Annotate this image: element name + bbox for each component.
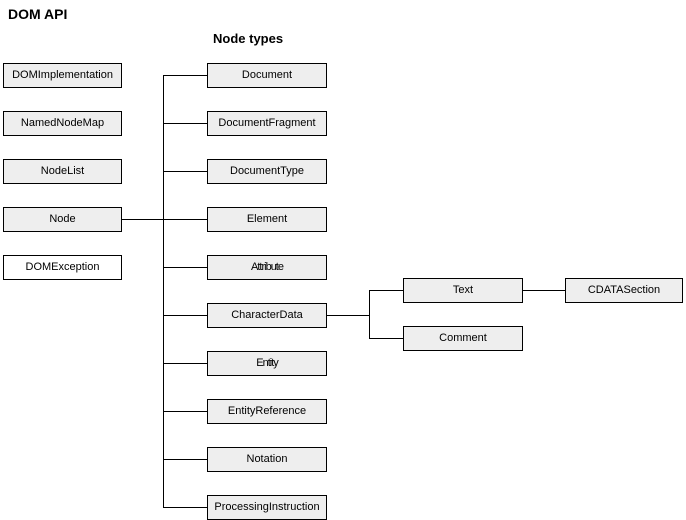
box-entity: Entity: [207, 351, 327, 376]
box-domexception: DOMException: [3, 255, 122, 280]
connector-branch-document: [163, 75, 207, 76]
connector-text-to-cdatasection: [523, 290, 565, 291]
box-namednodemap: NamedNodeMap: [3, 111, 122, 136]
connector-branch-text: [369, 290, 403, 291]
box-element: Element: [207, 207, 327, 232]
box-documentfragment: DocumentFragment: [207, 111, 327, 136]
box-notation: Notation: [207, 447, 327, 472]
connector-branch-documenttype: [163, 171, 207, 172]
connector-branch-notation: [163, 459, 207, 460]
node-types-heading: Node types: [213, 31, 284, 46]
connector-branch-attribute: [163, 267, 207, 268]
connector-main-spine: [163, 75, 164, 508]
box-nodelist: NodeList: [3, 159, 122, 184]
box-documenttype: DocumentType: [207, 159, 327, 184]
connector-branch-entity: [163, 363, 207, 364]
connector-branch-documentfragment: [163, 123, 207, 124]
box-attribute: Attribute: [207, 255, 327, 280]
connector-node-to-spine: [122, 219, 163, 220]
box-document: Document: [207, 63, 327, 88]
connector-branch-comment: [369, 338, 403, 339]
box-comment: Comment: [403, 326, 523, 351]
diagram-title: DOM API: [8, 6, 68, 22]
connector-branch-processinginstruction: [163, 507, 207, 508]
box-processinginstruction: ProcessingInstruction: [207, 495, 327, 520]
box-domimplementation: DOMImplementation: [3, 63, 122, 88]
connector-characterdata-to-spine: [327, 315, 369, 316]
connector-branch-element: [163, 219, 207, 220]
box-cdatasection: CDATASection: [565, 278, 683, 303]
box-entityreference: EntityReference: [207, 399, 327, 424]
box-node: Node: [3, 207, 122, 232]
box-text: Text: [403, 278, 523, 303]
connector-branch-characterdata: [163, 315, 207, 316]
box-characterdata: CharacterData: [207, 303, 327, 328]
connector-branch-entityreference: [163, 411, 207, 412]
connector-characterdata-spine: [369, 290, 370, 339]
